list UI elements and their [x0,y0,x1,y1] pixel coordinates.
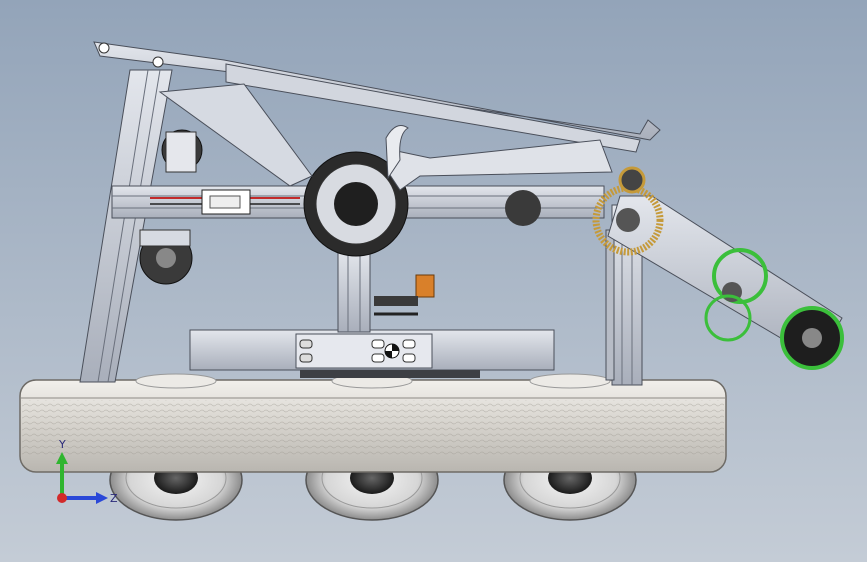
y-axis-label: Y [58,438,66,451]
orange-connector[interactable] [374,274,435,316]
upper-arm[interactable] [93,41,661,191]
y-axis-head [56,452,68,464]
z-axis-head [96,492,108,504]
battery-housing[interactable] [189,329,555,378]
origin-dot [57,493,67,503]
rear-swing-arm[interactable] [505,166,844,370]
left-motor-assembly[interactable] [139,129,203,285]
center-drum[interactable] [303,151,409,257]
z-axis-label: Z [110,492,118,505]
bumper-cushion[interactable] [19,379,727,473]
axis-triad: Y Z [56,438,118,505]
